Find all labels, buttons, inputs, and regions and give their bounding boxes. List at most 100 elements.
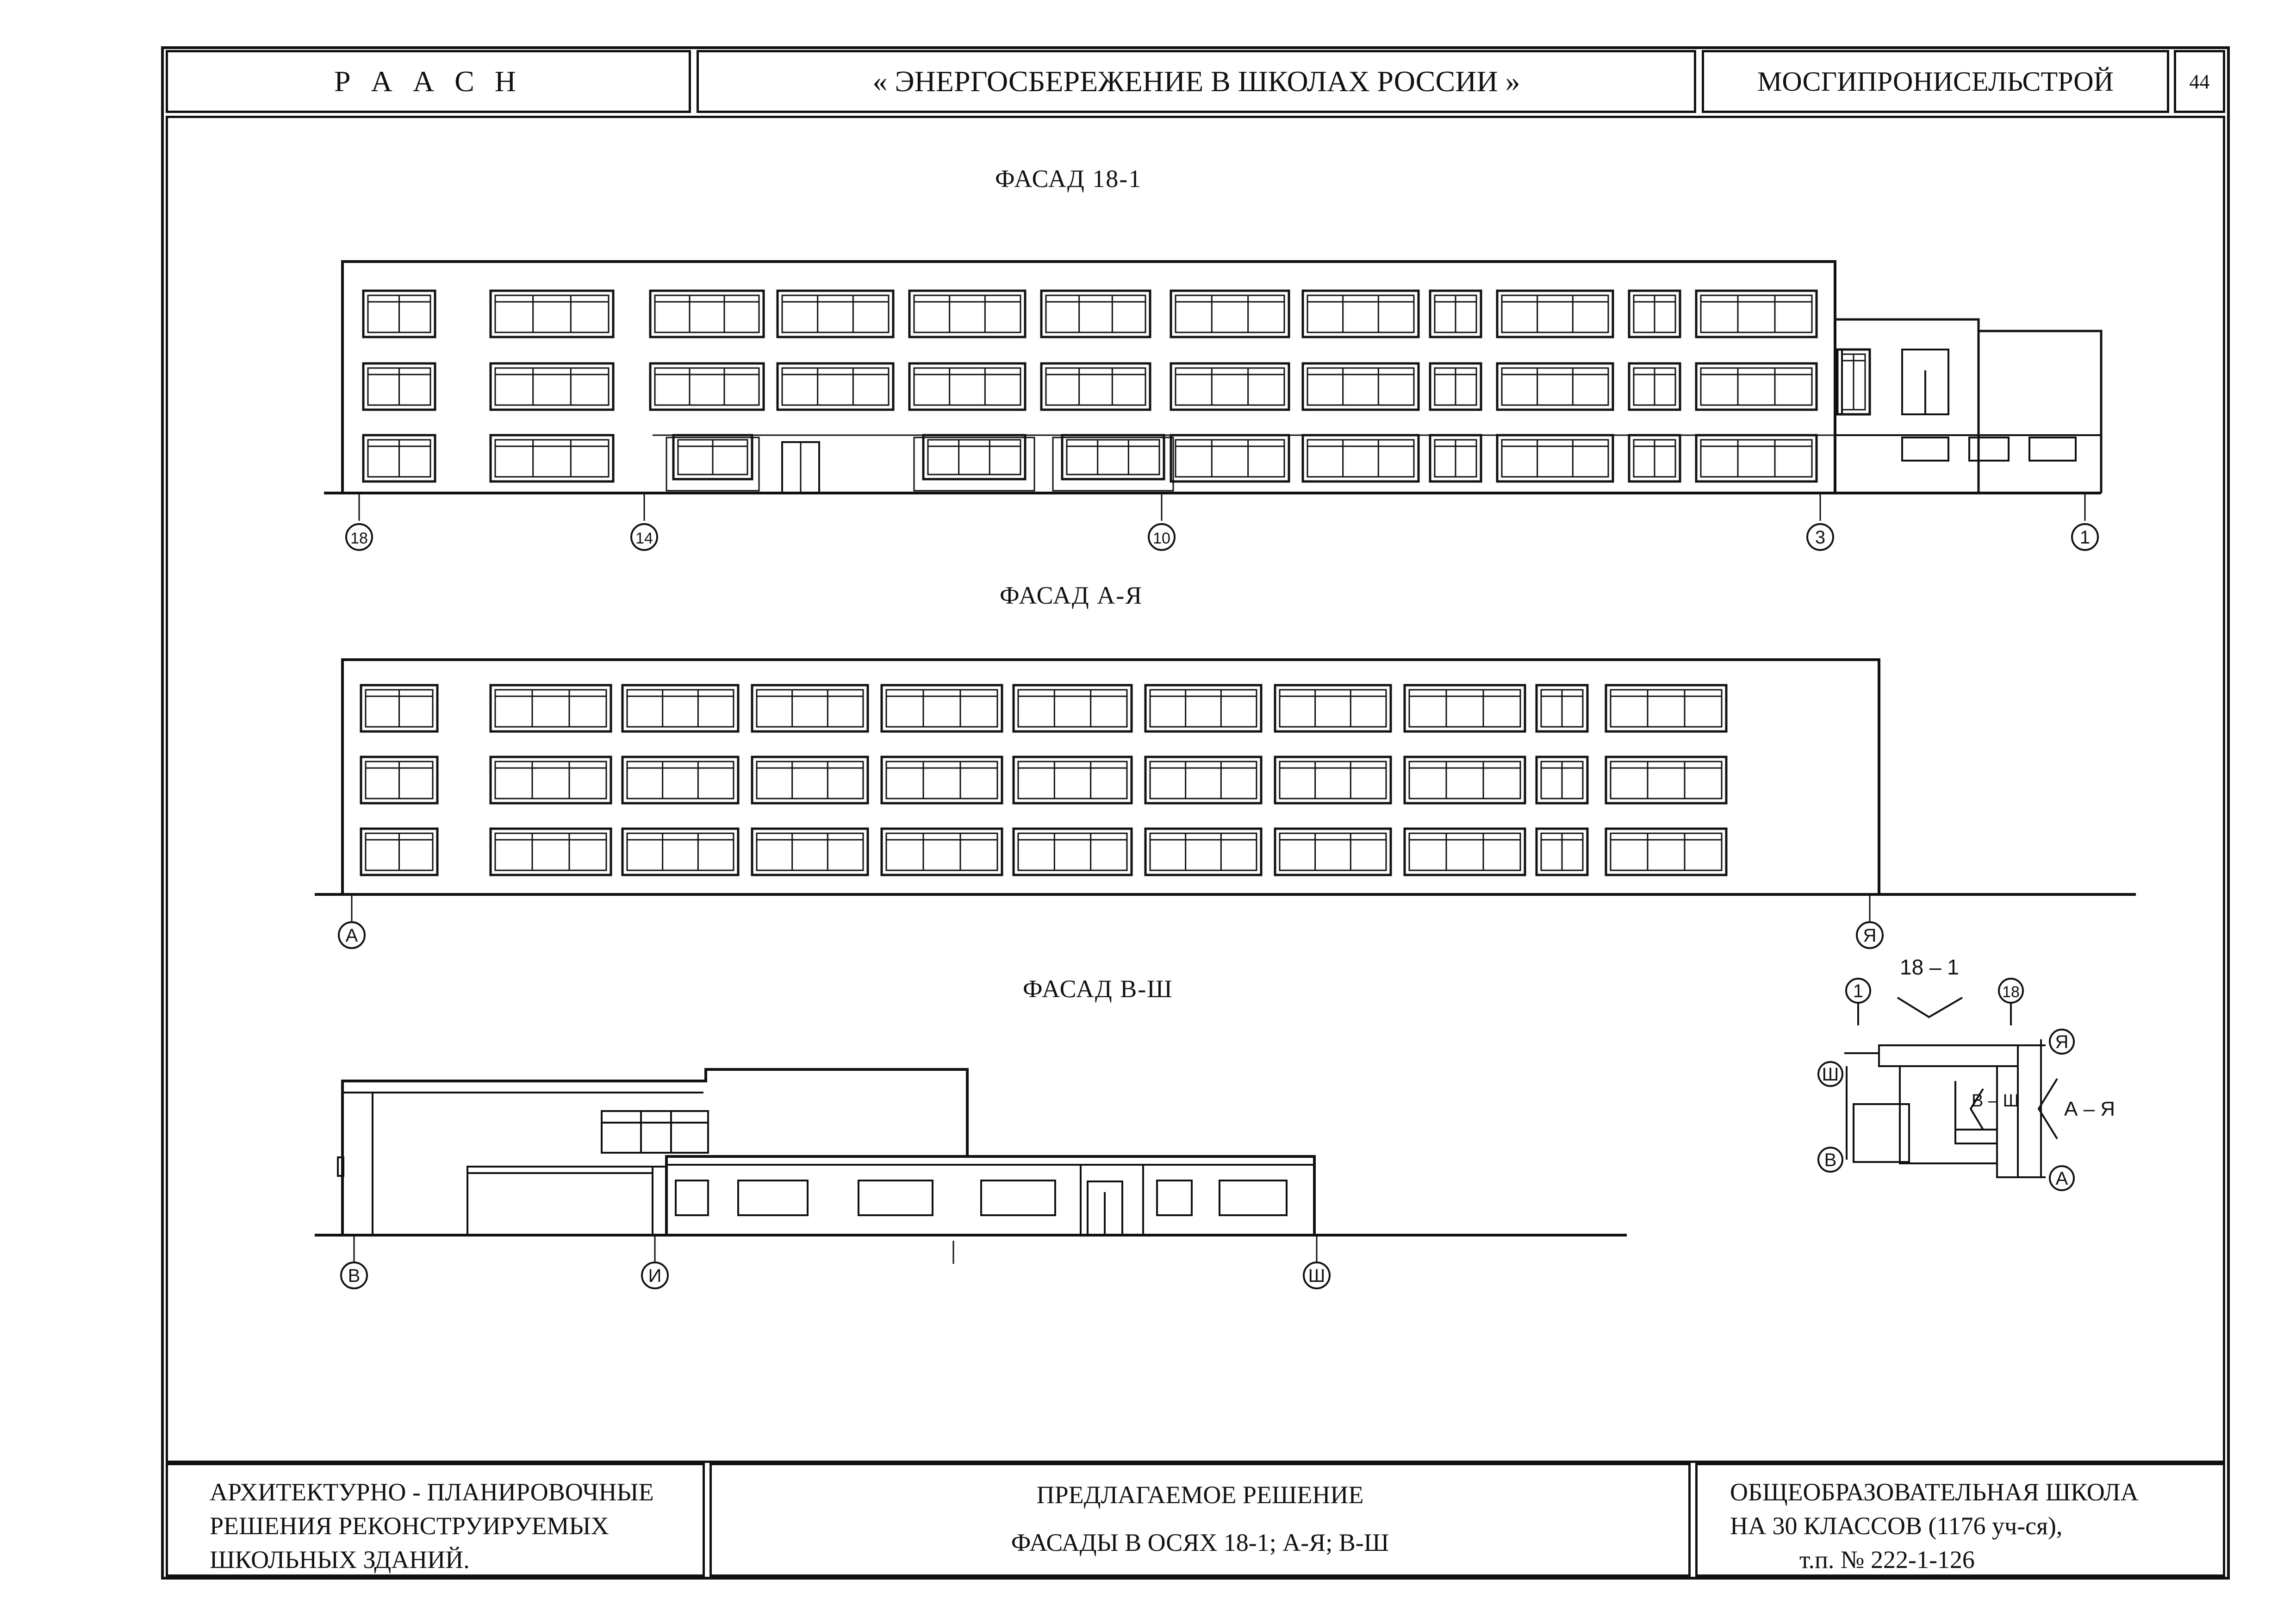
footer-center-line-1: ПРЕДЛАГАЕМОЕ РЕШЕНИЕ bbox=[1036, 1481, 1364, 1509]
window bbox=[880, 756, 1003, 805]
window bbox=[751, 684, 869, 733]
window bbox=[1628, 434, 1681, 483]
keyplan-label-v-sh: В – Ш bbox=[1972, 1091, 2019, 1111]
header-org-text: Р А А С Н bbox=[334, 65, 523, 98]
window bbox=[649, 362, 765, 411]
window bbox=[880, 827, 1003, 876]
window bbox=[362, 289, 436, 338]
svg-text:Я: Я bbox=[2055, 1032, 2069, 1052]
window bbox=[1144, 756, 1263, 805]
window bbox=[362, 362, 436, 411]
svg-text:14: 14 bbox=[635, 530, 653, 547]
window bbox=[908, 289, 1027, 338]
header-org: Р А А С Н bbox=[166, 50, 691, 113]
axis-marker: В bbox=[340, 1262, 368, 1289]
axis-marker: 18 bbox=[345, 523, 373, 551]
window bbox=[672, 434, 753, 481]
window bbox=[489, 827, 612, 876]
window bbox=[621, 756, 740, 805]
axis-marker: 1 bbox=[2071, 523, 2099, 551]
window bbox=[776, 289, 895, 338]
keyplan-label-a-ya: А – Я bbox=[2064, 1098, 2115, 1120]
window bbox=[1695, 289, 1818, 338]
window bbox=[908, 362, 1027, 411]
footer-left-line-1: АРХИТЕКТУРНО - ПЛАНИРОВОЧНЫЕ bbox=[210, 1478, 654, 1506]
window bbox=[360, 684, 439, 733]
window bbox=[1170, 289, 1290, 338]
page-number-text: 44 bbox=[2189, 70, 2210, 93]
footer-center: ПРЕДЛАГАЕМОЕ РЕШЕНИЕ ФАСАДЫ В ОСЯХ 18-1;… bbox=[709, 1463, 1691, 1577]
window bbox=[489, 289, 615, 338]
window bbox=[1012, 684, 1133, 733]
axis-marker: 10 bbox=[1148, 523, 1176, 551]
window bbox=[360, 827, 439, 876]
svg-text:1: 1 bbox=[2080, 527, 2090, 548]
window bbox=[1628, 362, 1681, 411]
header-program-text: « ЭНЕРГОСБЕРЕЖЕНИЕ В ШКОЛАХ РОССИИ » bbox=[872, 65, 1520, 98]
header-institute-text: МОСГИПРОНИСЕЛЬСТРОЙ bbox=[1757, 66, 2114, 97]
svg-text:А: А bbox=[346, 925, 358, 946]
window bbox=[922, 434, 1027, 481]
facade-18-1-drawing bbox=[324, 260, 2103, 521]
key-plan bbox=[1844, 997, 2058, 1178]
window bbox=[1496, 362, 1614, 411]
window bbox=[489, 362, 615, 411]
footer-right: ОБЩЕОБРАЗОВАТЕЛЬНАЯ ШКОЛА НА 30 КЛАССОВ … bbox=[1695, 1463, 2225, 1577]
facade-18-1-windows bbox=[362, 289, 1871, 483]
facade-title-a-ya: ФАСАД А-Я bbox=[1000, 581, 1143, 609]
window bbox=[1605, 756, 1728, 805]
window bbox=[1628, 289, 1681, 338]
axis-marker: Я bbox=[2049, 1029, 2075, 1055]
window bbox=[489, 684, 612, 733]
drawing-field bbox=[166, 116, 2225, 1463]
axis-marker: Ш bbox=[1303, 1262, 1331, 1289]
footer-right-line-3: т.п. № 222-1-126 bbox=[1799, 1545, 1975, 1574]
window bbox=[1274, 827, 1392, 876]
window bbox=[1403, 684, 1526, 733]
window bbox=[1605, 684, 1728, 733]
footer-left-line-3: ШКОЛЬНЫХ ЗДАНИЙ. bbox=[210, 1545, 470, 1574]
svg-text:Ш: Ш bbox=[1822, 1064, 1839, 1085]
window bbox=[1496, 289, 1614, 338]
footer-left: АРХИТЕКТУРНО - ПЛАНИРОВОЧНЫЕ РЕШЕНИЯ РЕК… bbox=[166, 1463, 705, 1577]
facade-v-sh-drawing bbox=[315, 1068, 1627, 1264]
header-program: « ЭНЕРГОСБЕРЕЖЕНИЕ В ШКОЛАХ РОССИИ » bbox=[697, 50, 1696, 113]
window bbox=[776, 362, 895, 411]
svg-text:1: 1 bbox=[1853, 981, 1863, 1001]
window bbox=[621, 684, 740, 733]
axis-marker: А bbox=[2049, 1165, 2075, 1191]
window bbox=[1012, 756, 1133, 805]
window bbox=[1301, 289, 1420, 338]
svg-text:18: 18 bbox=[2002, 983, 2020, 1001]
svg-text:И: И bbox=[648, 1266, 662, 1286]
window bbox=[751, 756, 869, 805]
window bbox=[1695, 362, 1818, 411]
axis-marker: В bbox=[1817, 1147, 1843, 1173]
window bbox=[1429, 289, 1482, 338]
footer-right-line-2: НА 30 КЛАССОВ (1176 уч-ся), bbox=[1730, 1512, 2063, 1540]
window bbox=[1012, 827, 1133, 876]
window bbox=[751, 827, 869, 876]
window bbox=[1403, 827, 1526, 876]
window bbox=[1170, 362, 1290, 411]
page-number: 44 bbox=[2174, 50, 2225, 113]
footer-center-line-2: ФАСАДЫ В ОСЯХ 18-1; А-Я; В-Ш bbox=[1011, 1528, 1389, 1556]
svg-text:10: 10 bbox=[1153, 530, 1170, 547]
window bbox=[1605, 827, 1728, 876]
window bbox=[1301, 434, 1420, 483]
svg-text:В: В bbox=[348, 1266, 361, 1286]
window bbox=[360, 756, 439, 805]
window bbox=[1040, 362, 1151, 411]
axis-marker: Я bbox=[1856, 921, 1884, 949]
header-institute: МОСГИПРОНИСЕЛЬСТРОЙ bbox=[1702, 50, 2169, 113]
window bbox=[1301, 362, 1420, 411]
window bbox=[1496, 434, 1614, 483]
facade-a-ya-drawing bbox=[315, 658, 2136, 921]
axis-marker: Ш bbox=[1817, 1061, 1843, 1087]
facade-title-18-1: ФАСАД 18-1 bbox=[995, 165, 1142, 193]
window bbox=[1274, 684, 1392, 733]
window bbox=[1403, 756, 1526, 805]
svg-text:А: А bbox=[2056, 1168, 2068, 1189]
